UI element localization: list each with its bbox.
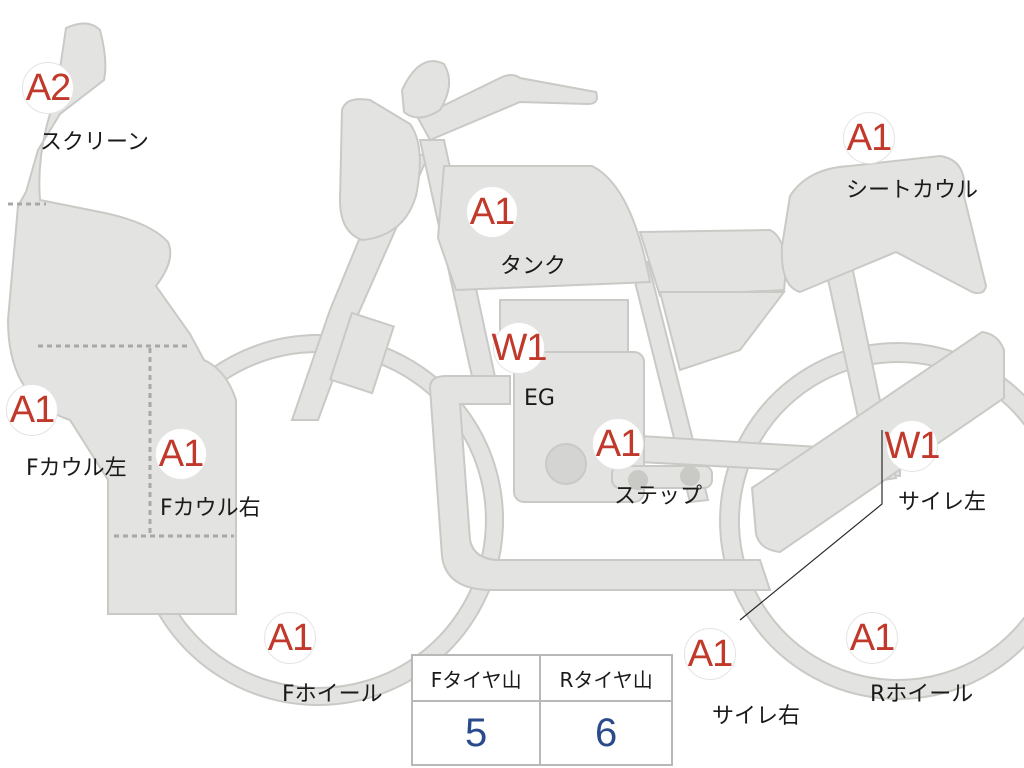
muffler-right-label: サイレ右 <box>712 704 801 729</box>
muffler-right-grade-badge: A1 <box>684 628 736 680</box>
screen-label: スクリーン <box>40 130 149 155</box>
front-tread-value: 5 <box>410 700 542 766</box>
f-wheel-label: Fホイール <box>282 682 383 707</box>
engine-grade-badge: W1 <box>492 322 548 374</box>
f-wheel-grade-badge: A1 <box>264 612 316 664</box>
f-cowl-left-grade-badge: A1 <box>6 384 58 436</box>
fork-guard <box>329 311 395 395</box>
seat-cowl-shape <box>780 154 988 295</box>
mirror <box>400 60 451 119</box>
seat-cowl-label: シートカウル <box>846 178 979 203</box>
step-peg-right <box>680 466 700 486</box>
muffler <box>750 330 1005 554</box>
handlebar <box>416 74 598 142</box>
engine-cover <box>545 443 587 485</box>
tank-grade-badge: A1 <box>466 186 518 238</box>
tread-header-row: Fタイヤ山 Rタイヤ山 <box>410 654 673 702</box>
f-cowl-left-label: Fカウル左 <box>26 456 127 481</box>
tread-value-row: 5 6 <box>410 700 673 766</box>
side-cover <box>658 291 787 372</box>
step-grade-badge: A1 <box>592 418 644 470</box>
tire-tread-table: Fタイヤ山 Rタイヤ山 5 6 <box>410 654 673 766</box>
exhaust-pipe <box>428 375 772 591</box>
r-wheel-grade-badge: A1 <box>846 612 898 664</box>
headlight <box>338 98 421 242</box>
muffler-left-grade-badge: W1 <box>885 420 941 472</box>
screen-grade-badge: A2 <box>22 62 74 114</box>
engine-label: EG <box>524 386 555 411</box>
seat <box>638 228 787 298</box>
front-tread-header: Fタイヤ山 <box>410 654 542 702</box>
f-cowl-right-label: Fカウル右 <box>160 496 261 521</box>
f-cowl-right-grade-badge: A1 <box>155 428 207 480</box>
r-wheel-label: Rホイール <box>870 682 974 707</box>
tank-label: タンク <box>500 254 567 279</box>
step-peg-left <box>628 470 648 490</box>
rear-tread-header: Rタイヤ山 <box>539 654 673 702</box>
muffler-left-label: サイレ左 <box>898 490 987 515</box>
seat-cowl-grade-badge: A1 <box>843 112 895 164</box>
muffler-right-leader <box>739 430 883 621</box>
step-label: ステップ <box>614 484 703 509</box>
rear-tread-value: 6 <box>539 700 673 766</box>
